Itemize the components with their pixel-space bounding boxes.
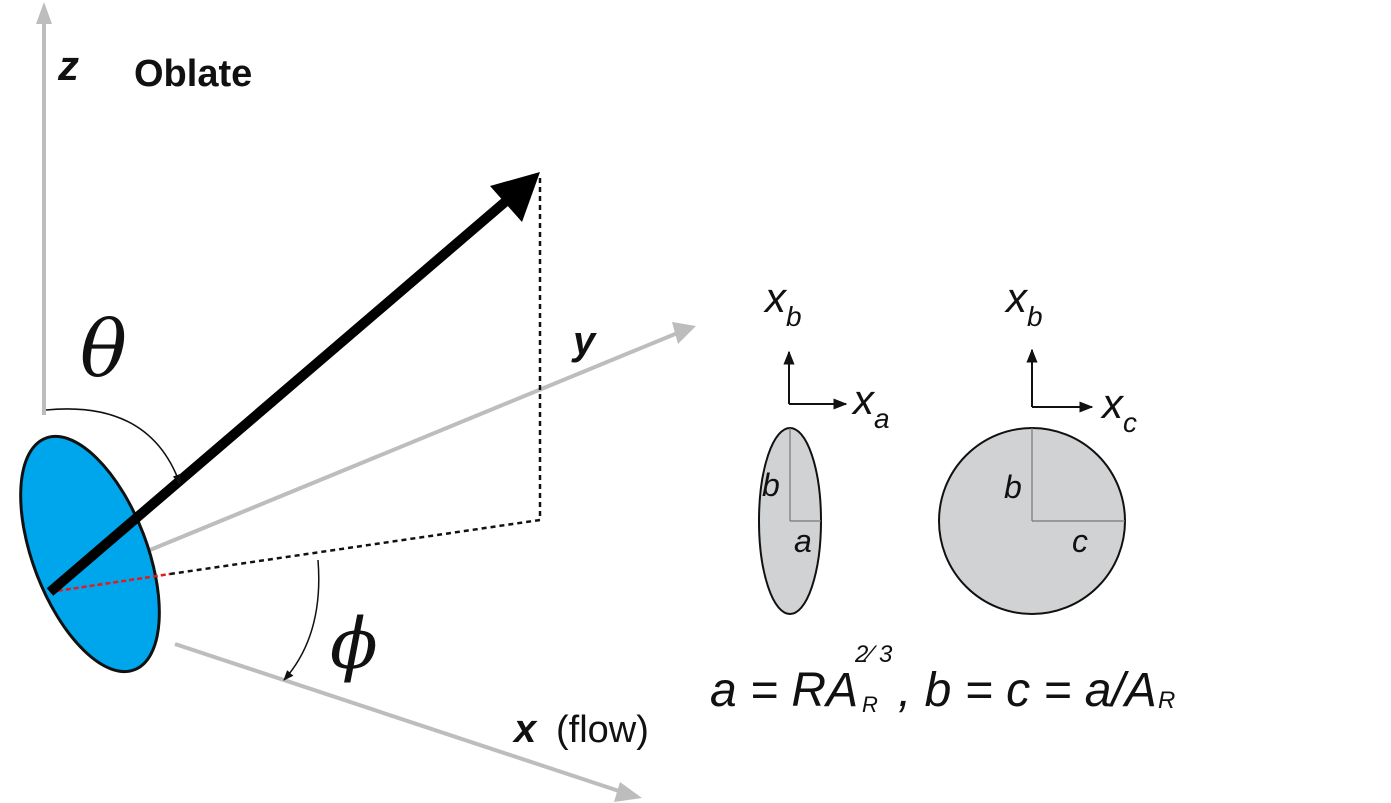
formula-part-1: a = RA	[710, 664, 858, 717]
z-axis-arrowhead	[36, 2, 52, 24]
section-bc-c-label: c	[1072, 523, 1088, 559]
section-ab-a-label: a	[794, 523, 812, 559]
section-bc-horizontal-label: xc	[1100, 380, 1137, 438]
z-axis-label: z	[57, 42, 79, 89]
section-ab-vertical-label: xb	[763, 274, 802, 332]
disk-axis-dashed	[49, 572, 171, 594]
y-axis	[149, 330, 681, 552]
formula-sub-2: R	[1158, 687, 1175, 714]
x-axis-flow-note: (flow)	[556, 709, 649, 751]
diagram-title: Oblate	[134, 53, 252, 95]
orientation-vector-arrowhead	[490, 172, 540, 222]
theta-label: θ	[80, 305, 127, 395]
formula-sub-1: R	[862, 692, 878, 717]
section-bc-vertical-label: xb	[1004, 274, 1043, 332]
phi-arc	[283, 559, 320, 681]
x-axis-label: x	[512, 707, 538, 751]
section-ab-b-label: b	[762, 467, 780, 503]
cross-section-bc: xb xc b c	[938, 274, 1137, 615]
y-axis-arrowhead	[672, 322, 696, 344]
formula-part-2: , b = c = a/A	[898, 664, 1157, 717]
section-bc-b-label: b	[1004, 469, 1022, 505]
formula-sup-1: 2⁄ 3	[854, 641, 893, 668]
orientation-vector	[46, 192, 516, 596]
x-axis	[174, 642, 626, 795]
x-axis-arrowhead	[614, 782, 642, 802]
projection-ground	[169, 518, 541, 576]
phi-label: ϕ	[330, 603, 378, 685]
section-ab-horizontal-label: xa	[851, 376, 890, 434]
aspect-ratio-formula: a = RA R 2⁄ 3 , b = c = a/A R	[710, 641, 1175, 717]
cross-section-ab: xb xa b a	[758, 274, 890, 615]
theta-arc	[45, 408, 181, 485]
y-axis-label: y	[571, 319, 597, 363]
